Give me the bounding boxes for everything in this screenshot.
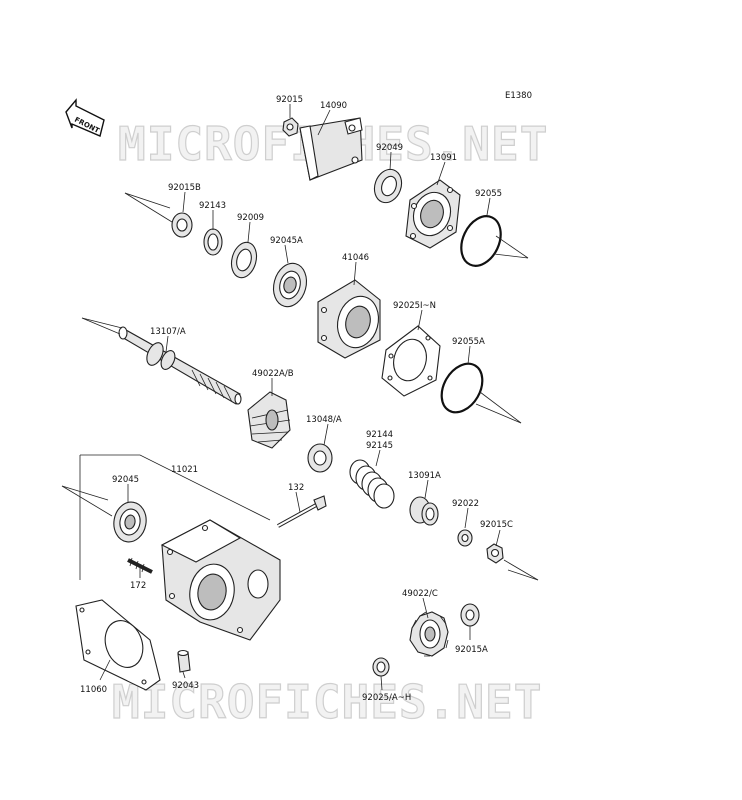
o-ring-92055A-icon [440, 362, 484, 414]
bracket-14090-icon [299, 117, 363, 181]
label-49022C: 49022/C [402, 589, 438, 599]
label-92145: 92145 [366, 441, 393, 451]
label-13091: 13091 [430, 153, 457, 163]
gear-case-11021-icon [160, 519, 281, 641]
label-92025A-H: 92025/A~H [362, 693, 411, 703]
label-92055: 92055 [475, 189, 502, 199]
gasket-92025I-N-icon [381, 325, 441, 397]
shim-92025A-H-icon [372, 657, 390, 677]
label-41046: 41046 [342, 253, 369, 263]
label-13048A: 13048/A [306, 415, 342, 425]
label-13091A: 13091A [408, 471, 441, 481]
label-92009: 92009 [237, 213, 264, 223]
nut-92015B-icon [171, 212, 193, 238]
label-11060: 11060 [80, 685, 107, 695]
case-11021-bracket [80, 454, 271, 521]
washer-92022-icon [457, 529, 473, 547]
nut-92015-icon [282, 117, 299, 137]
gasket-11060-icon [75, 599, 161, 691]
o-ring-92055-icon [460, 215, 502, 267]
label-92143: 92143 [199, 201, 226, 211]
label-92025I-N: 92025I~N [393, 301, 436, 311]
watermark-bottom: MICROFICHES.NET [112, 675, 542, 729]
sleeve-13048A-icon [307, 443, 333, 473]
nut-92015A-icon [460, 603, 480, 627]
label-92015A: 92015A [455, 645, 488, 655]
label-92043: 92043 [172, 681, 199, 691]
collar-92143-icon [203, 228, 223, 256]
spring-92144-icon [349, 459, 395, 509]
label-49022AB: 49022A/B [252, 369, 294, 379]
bearing-92045-icon [113, 501, 147, 543]
shim-92009-icon [230, 241, 258, 279]
label-92015: 92015 [276, 95, 303, 105]
label-13107A: 13107/A [150, 327, 186, 337]
bearing-92045A-icon [272, 262, 308, 308]
label-92144: 92144 [366, 430, 393, 440]
label-92055A: 92055A [452, 337, 485, 347]
bevel-gear-49022AB-icon [247, 391, 291, 449]
label-92049: 92049 [376, 143, 403, 153]
housing-13091-icon [405, 179, 461, 249]
diagram-code: E1380 [505, 91, 532, 101]
label-92015B: 92015B [168, 183, 201, 193]
shaft-13107A-icon [118, 326, 242, 405]
label-11021: 11021 [171, 465, 198, 475]
label-132: 132 [288, 483, 304, 493]
collar-13091A-icon [409, 496, 439, 526]
label-92022: 92022 [452, 499, 479, 509]
leader-lines [61, 104, 539, 691]
label-92045: 92045 [112, 475, 139, 485]
stud-172-icon [127, 557, 153, 574]
front-arrow-icon: FRONT [65, 98, 105, 137]
pin-92043-icon [177, 649, 191, 673]
label-92045A: 92045A [270, 236, 303, 246]
nut-92015C-icon [486, 543, 504, 564]
label-92015C: 92015C [480, 520, 513, 530]
label-14090: 14090 [320, 101, 347, 111]
housing-41046-icon [317, 279, 381, 359]
bolt-132-icon [277, 495, 327, 528]
oil-seal-92049-icon [373, 168, 403, 204]
gear-49022C-icon [409, 611, 449, 657]
label-172: 172 [130, 581, 146, 591]
